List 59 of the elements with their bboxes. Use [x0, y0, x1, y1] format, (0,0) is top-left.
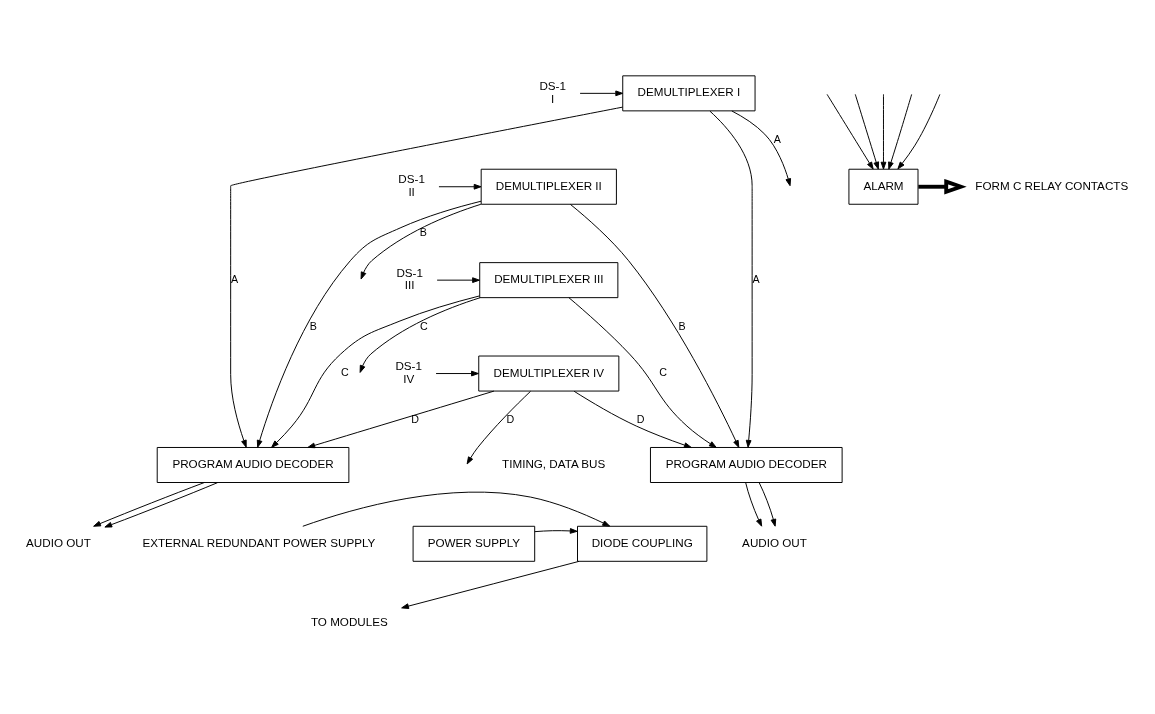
- node-text: FORM C RELAY CONTACTS: [975, 178, 1129, 192]
- arrow: [230, 106, 623, 448]
- arrow: [570, 203, 740, 448]
- arrow: [758, 482, 777, 527]
- arrow: [271, 295, 480, 448]
- arrow: [888, 93, 913, 170]
- edge-label: D: [636, 412, 645, 425]
- arrow: [359, 297, 481, 373]
- edge-label: A: [773, 132, 781, 145]
- edge-label: B: [309, 319, 317, 332]
- node-box: DEMULTIPLEXER II: [480, 168, 617, 205]
- arrow: [826, 93, 874, 170]
- arrow: [104, 482, 219, 528]
- arrow: [435, 370, 479, 377]
- node-box: PROGRAM AUDIO DECODER: [156, 447, 350, 483]
- arrow: [731, 110, 792, 187]
- arrow: [854, 93, 880, 170]
- edge-label: B: [678, 319, 686, 332]
- edge-label: C: [659, 366, 667, 379]
- node-text: DS-1 II: [398, 172, 425, 199]
- arrow: [360, 203, 482, 280]
- arrow: [880, 93, 887, 170]
- edge-label: D: [506, 412, 515, 425]
- edge-label: B: [419, 226, 427, 239]
- edge-label: A: [230, 272, 239, 285]
- node-box: DIODE COUPLING: [577, 525, 708, 562]
- node-text: EXTERNAL REDUNDANT POWER SUPPLY: [142, 535, 376, 549]
- arrow: [573, 390, 692, 448]
- arrow: [307, 390, 495, 449]
- node-box: PROGRAM AUDIO DECODER: [650, 447, 843, 483]
- arrow: [918, 178, 967, 195]
- label: TIMING, DATA BUS: [502, 457, 606, 471]
- arrow: [302, 491, 611, 527]
- edge-label: D: [411, 412, 419, 425]
- arrow: [438, 183, 482, 190]
- arrow: [401, 560, 580, 609]
- arrow: [436, 277, 480, 283]
- arrow: [93, 482, 205, 527]
- node-box: DEMULTIPLEXER I: [622, 75, 756, 112]
- arrow: [745, 482, 763, 527]
- node-text: AUDIO OUT: [26, 535, 91, 549]
- node-text: DS-1 I: [539, 79, 566, 105]
- arrow: [534, 528, 578, 534]
- arrow: [897, 93, 941, 170]
- arrow: [466, 390, 532, 465]
- arrow: [709, 110, 753, 448]
- arrow: [256, 200, 482, 448]
- arrow: [579, 90, 624, 97]
- node-text: TO MODULES: [310, 614, 388, 628]
- node-text: DS-1 IV: [395, 359, 422, 385]
- node-box: ALARM: [848, 168, 919, 205]
- arrow: [568, 297, 717, 448]
- edge-label: C: [341, 366, 349, 379]
- node-box: DEMULTIPLEXER III: [479, 262, 619, 299]
- node-box: POWER SUPPLY: [412, 525, 536, 562]
- node-box: DEMULTIPLEXER IV: [478, 355, 620, 392]
- node-text: DS-1 III: [396, 265, 423, 292]
- node-text: AUDIO OUT: [742, 535, 807, 549]
- edge-label: C: [419, 319, 428, 332]
